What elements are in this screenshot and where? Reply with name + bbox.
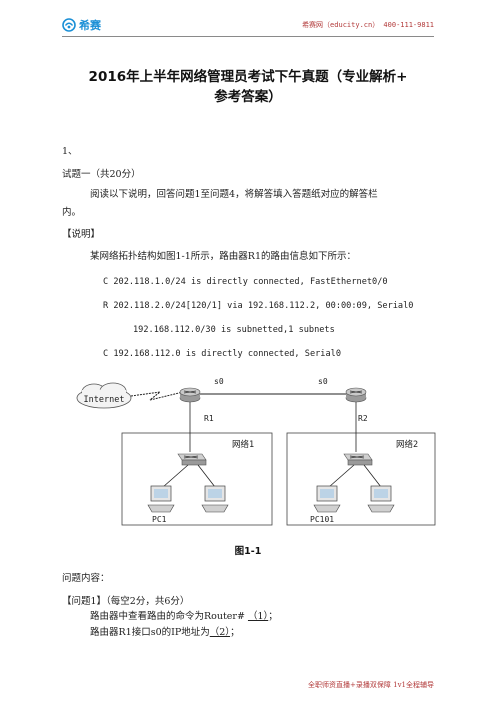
- switch1-icon: [177, 453, 207, 466]
- explain-label: 【说明】: [62, 229, 101, 240]
- section-title: 试题一（共20分）: [62, 169, 141, 180]
- route-line-3: 192.168.112.0/30 is subnetted,1 subnets: [133, 325, 335, 335]
- site-info: 希赛网（educity.cn） 400-111-9811: [302, 21, 434, 29]
- answer-blank-1: （1）: [247, 611, 269, 622]
- intro-line2: 内。: [62, 207, 82, 218]
- r2-label: R2: [358, 414, 368, 423]
- q1-line2: 路由器R1接口s0的IP地址为（2）；: [90, 624, 240, 638]
- page-title-line1: 2016年上半年网络管理员考试下午真题（专业解析+: [88, 69, 408, 85]
- figure-caption: 图1-1: [234, 546, 262, 557]
- router-r1-icon: [179, 387, 201, 403]
- answer-blank-2: （2）: [209, 627, 231, 638]
- route-line-4: C 192.168.112.0 is directly connected, S…: [103, 349, 341, 359]
- network1-pc2-computer-icon: [201, 485, 229, 513]
- q1-score: （每空2分，共6分）: [106, 596, 190, 607]
- sw2-pc101-link: [328, 464, 355, 488]
- sw1-pc1-link: [162, 464, 189, 488]
- intro-line1: 阅读以下说明，回答问题1至问题4，将解答填入答题纸对应的解答栏: [90, 189, 378, 200]
- pc101-label: PC101: [310, 515, 334, 524]
- pc1-label: PC1: [152, 515, 167, 524]
- explain-text: 某网络拓扑结构如图1-1所示，路由器R1的路由信息如下所示：: [90, 251, 356, 262]
- router-r2-icon: [345, 387, 367, 403]
- q1-label: 【问题1】: [62, 596, 107, 607]
- q1-line1: 路由器中查看路由的命令为Router# （1）；: [90, 608, 278, 622]
- logo: 希赛: [62, 18, 101, 32]
- xisai-logo-icon: [62, 18, 76, 32]
- q1-line2-end: ；: [230, 627, 240, 638]
- network2-box: [286, 432, 436, 526]
- logo-text: 希赛: [79, 19, 101, 32]
- route-line-1: C 202.118.1.0/24 is directly connected, …: [103, 277, 388, 287]
- internet-cloud-icon: [76, 382, 132, 409]
- q1-line1-end: ；: [268, 611, 278, 622]
- footer-slogan: 全职师资直播+录播双保障 1v1全程辅导: [308, 681, 434, 689]
- question-content-label: 问题内容：: [62, 573, 110, 584]
- q1-heading: 【问题1】（每空2分，共6分）: [62, 593, 189, 607]
- network1-box: [121, 432, 273, 526]
- r1-port-label: s0: [214, 377, 224, 386]
- r1-label: R1: [204, 414, 214, 423]
- pc1-computer-icon: [147, 485, 175, 513]
- internet-label: Internet: [84, 395, 125, 405]
- page-title-line2: 参考答案）: [214, 89, 282, 105]
- route-line-2: R 202.118.2.0/24[120/1] via 192.168.112.…: [103, 301, 414, 311]
- internet-link: [130, 391, 184, 401]
- sw2-pc2-link: [363, 464, 382, 488]
- sw1-pc2-link: [197, 464, 216, 488]
- q1-line1-text: 路由器中查看路由的命令为Router#: [90, 611, 248, 622]
- question-number: 1、: [62, 146, 78, 157]
- network1-label: 网络1: [232, 439, 254, 450]
- switch2-icon: [343, 453, 373, 466]
- network2-label: 网络2: [396, 439, 418, 450]
- network2-pc2-computer-icon: [367, 485, 395, 513]
- pc101-computer-icon: [313, 485, 341, 513]
- q1-line2-text: 路由器R1接口s0的IP地址为: [90, 627, 210, 638]
- header-divider: [62, 36, 434, 37]
- r2-port-label: s0: [318, 377, 328, 386]
